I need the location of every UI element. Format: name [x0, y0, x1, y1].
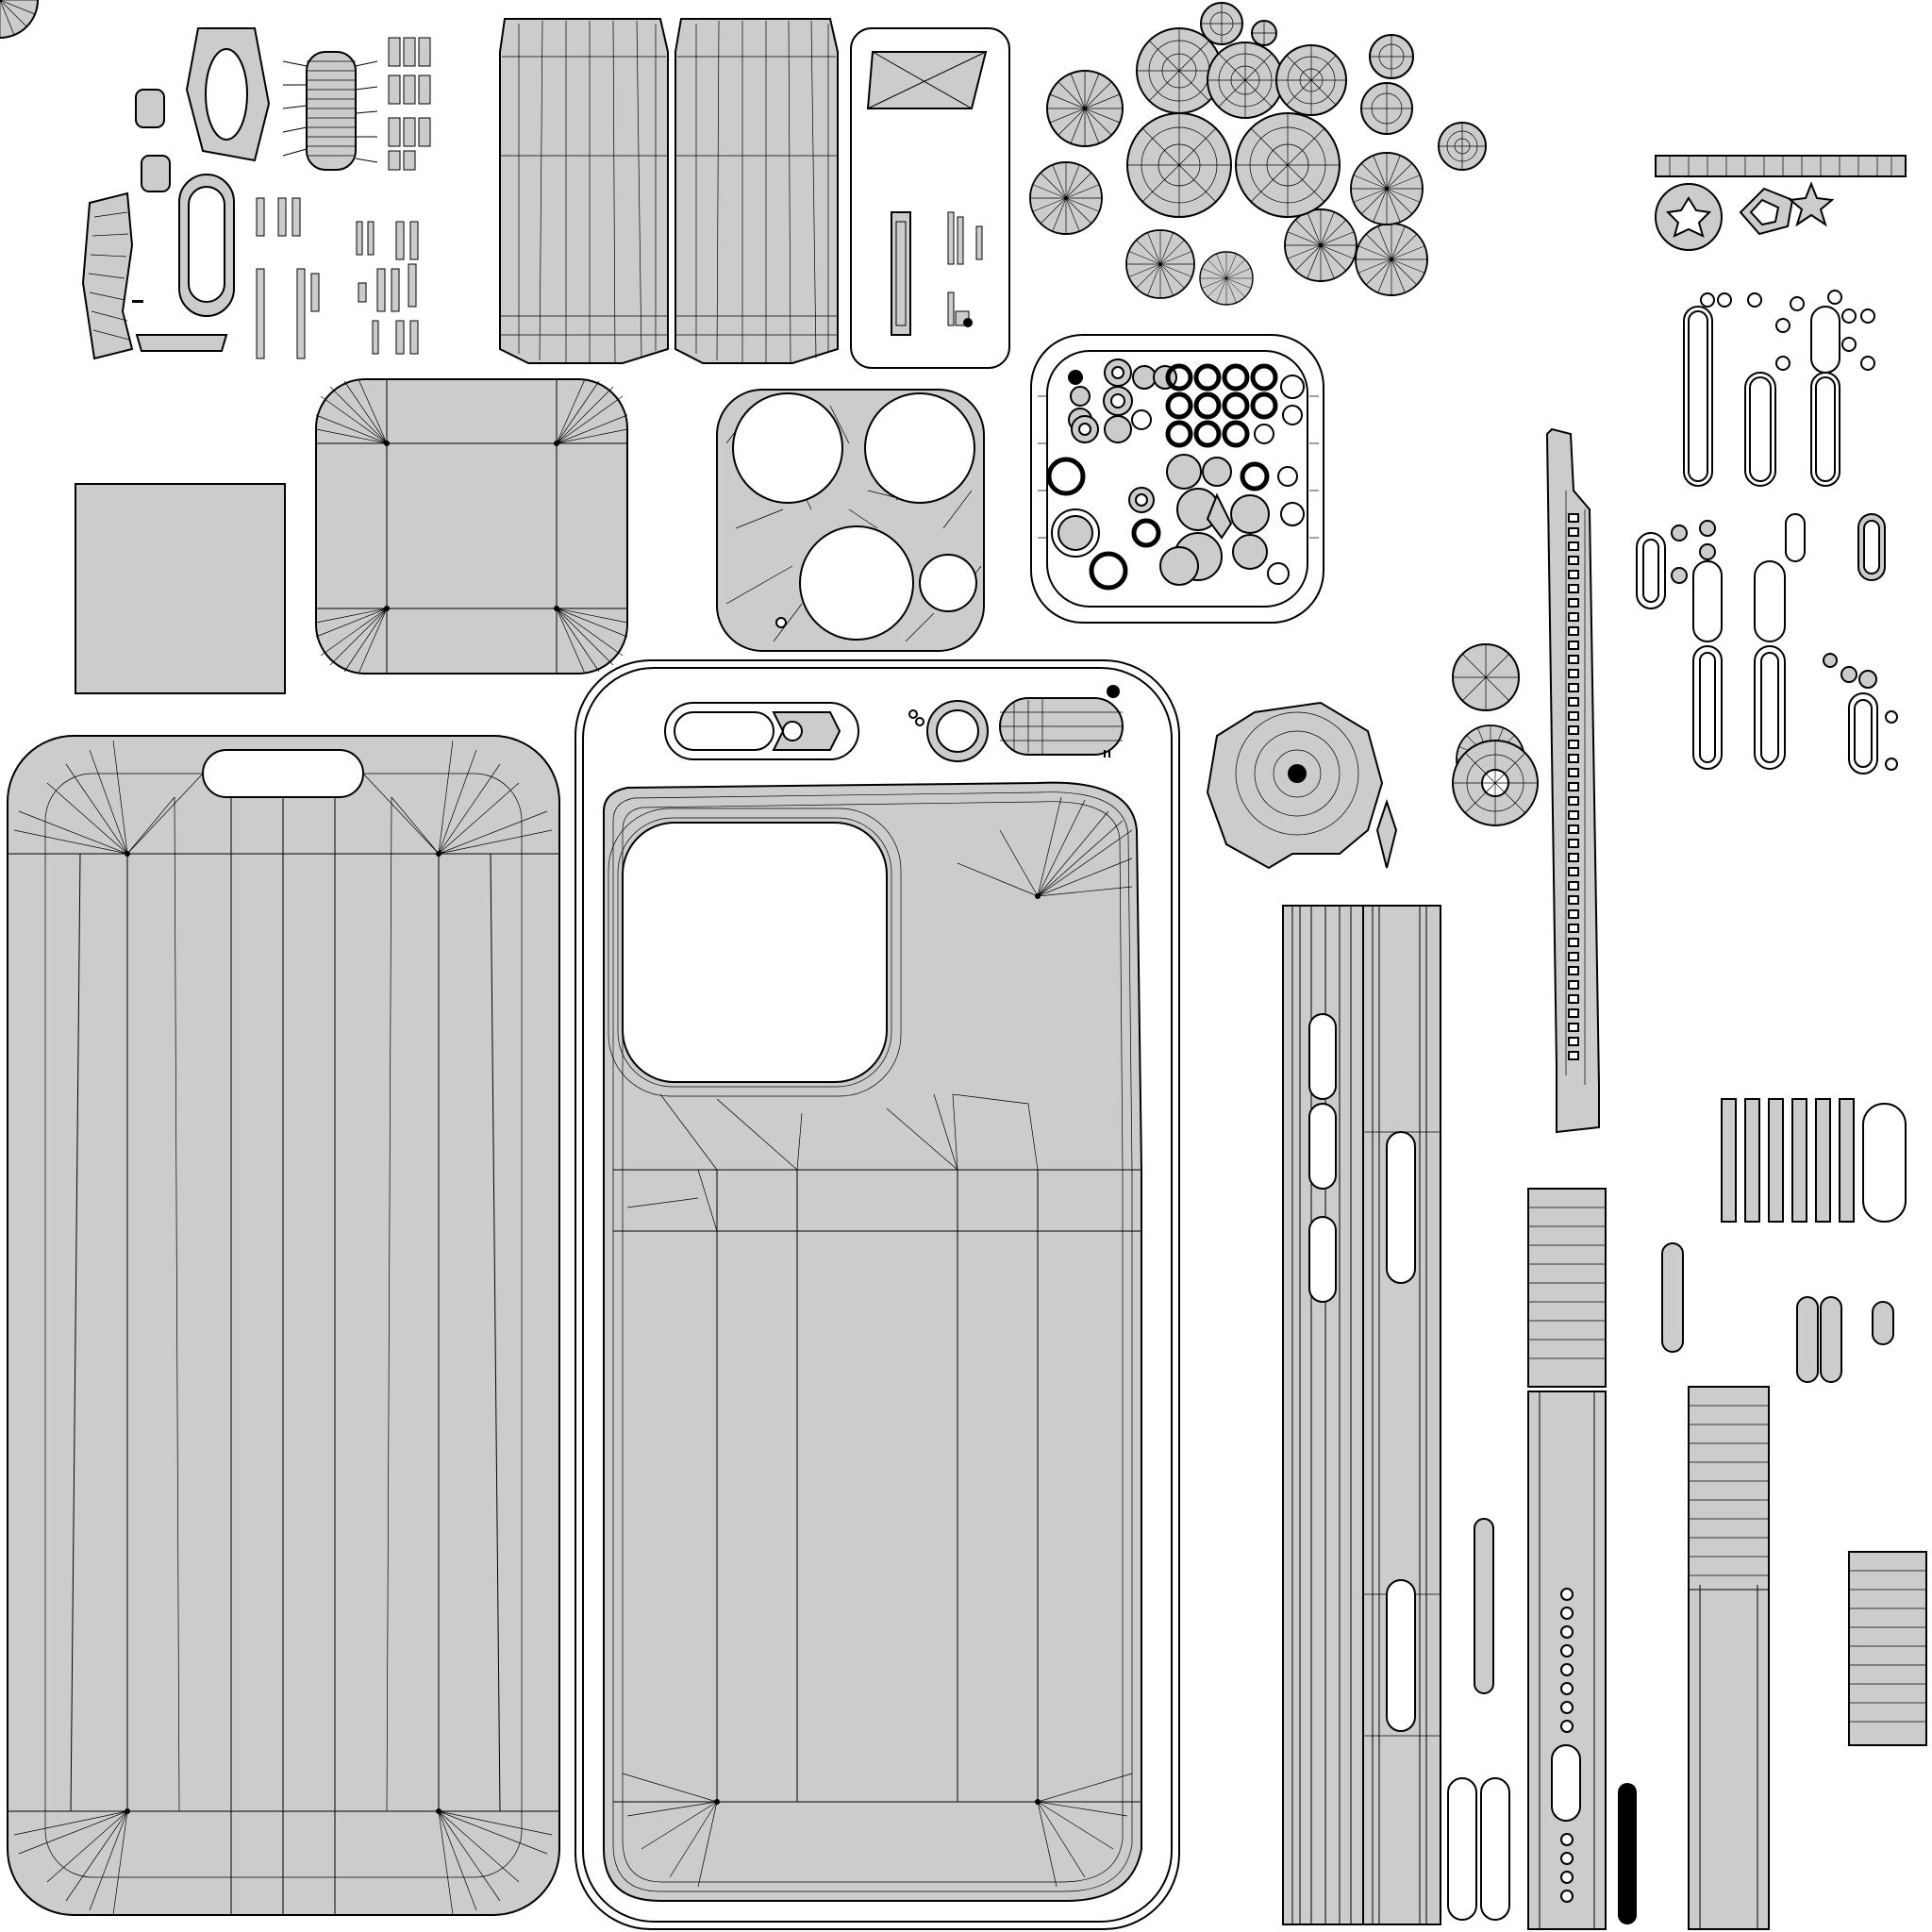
disc-cluster: [0, 0, 1525, 809]
side-strip-c: [1527, 1188, 1607, 1930]
side-strip-b: [1362, 905, 1441, 1925]
frame-sleeve-left: [499, 18, 669, 364]
buttons: [1447, 1098, 1907, 1924]
back-glass: [7, 735, 560, 1916]
frame-shell: [575, 659, 1180, 1930]
small-parts-cluster: [81, 27, 431, 360]
side-strip-e: [1848, 1551, 1927, 1746]
bracket-island: [1206, 701, 1398, 870]
camera-plate: [716, 389, 985, 652]
antenna-strip: [1545, 427, 1600, 1134]
disc-pair-right: [1452, 643, 1539, 826]
tray-panel: [850, 27, 1010, 369]
top-right-parts: [1636, 155, 1907, 774]
lens-cluster: [1030, 334, 1324, 624]
corner-panel: [315, 378, 628, 675]
side-strip-d: [1688, 1386, 1770, 1930]
side-strip-a: [1282, 905, 1364, 1925]
frame-sleeve-right: [675, 18, 839, 364]
plain-square-island: [75, 483, 286, 694]
